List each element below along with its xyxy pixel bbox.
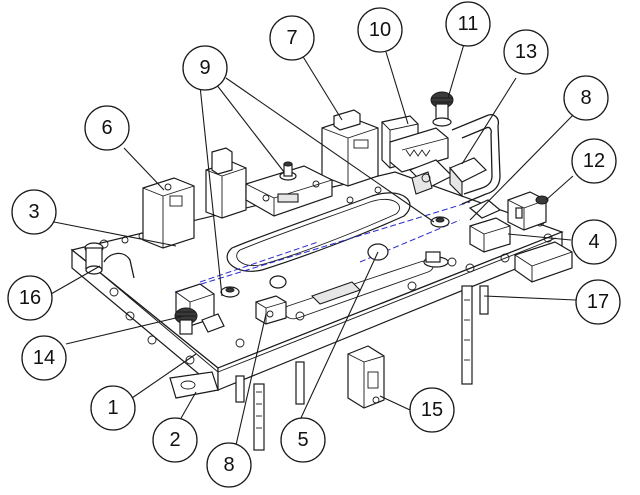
lower-pins xyxy=(235,285,489,451)
callout-3-label: 3 xyxy=(28,201,39,223)
callout-4-label: 4 xyxy=(588,231,599,253)
callout-8-upper: 8 xyxy=(563,75,609,121)
callout-8-upper-label: 8 xyxy=(580,87,591,109)
block-middle-left xyxy=(205,147,247,219)
callout-5: 5 xyxy=(280,417,326,463)
callout-15-label: 15 xyxy=(421,399,443,421)
block-8-lower xyxy=(255,295,287,325)
base-foot xyxy=(169,371,219,399)
leader-lines xyxy=(43,43,577,446)
callout-10-label: 10 xyxy=(369,19,391,41)
clamp-12 xyxy=(507,191,549,231)
callout-14: 14 xyxy=(21,335,67,381)
callout-10: 10 xyxy=(357,7,403,53)
clamp-14-16 xyxy=(84,242,225,335)
callout-12: 12 xyxy=(571,138,617,184)
callout-16: 16 xyxy=(7,275,53,321)
callout-4: 4 xyxy=(571,219,617,265)
callout-1-label: 1 xyxy=(107,397,118,419)
callout-12-label: 12 xyxy=(583,150,605,172)
bracket-15 xyxy=(347,345,385,409)
callout-14-label: 14 xyxy=(33,347,55,369)
block-6 xyxy=(142,177,195,249)
callout-13-label: 13 xyxy=(515,41,537,63)
block-4 xyxy=(468,199,511,253)
callout-2-label: 2 xyxy=(169,429,180,451)
callout-8-lower-label: 8 xyxy=(223,454,234,476)
callout-11: 11 xyxy=(445,1,491,47)
right-support-block xyxy=(514,241,573,283)
callout-7: 7 xyxy=(269,15,315,61)
callout-3: 3 xyxy=(11,189,57,235)
callout-16-label: 16 xyxy=(19,287,41,309)
callout-1: 1 xyxy=(90,385,136,431)
callout-7-label: 7 xyxy=(286,27,297,49)
callout-2: 2 xyxy=(152,417,198,463)
callout-13: 13 xyxy=(503,29,549,75)
callout-9: 9 xyxy=(182,45,228,91)
block-7 xyxy=(321,109,379,187)
clamp-assembly xyxy=(381,91,454,195)
callout-17-label: 17 xyxy=(587,291,609,313)
callout-15: 15 xyxy=(409,387,455,433)
callout-8-lower: 8 xyxy=(206,442,252,488)
bracket-13 xyxy=(449,114,501,205)
oval-slot xyxy=(226,192,411,272)
callout-17: 17 xyxy=(575,279,621,325)
callout-11-label: 11 xyxy=(458,13,479,35)
carrier-9 xyxy=(245,161,333,217)
callout-9-label: 9 xyxy=(199,57,210,79)
callout-6-label: 6 xyxy=(101,117,112,139)
callout-6: 6 xyxy=(84,105,130,151)
callout-5-label: 5 xyxy=(297,429,308,451)
